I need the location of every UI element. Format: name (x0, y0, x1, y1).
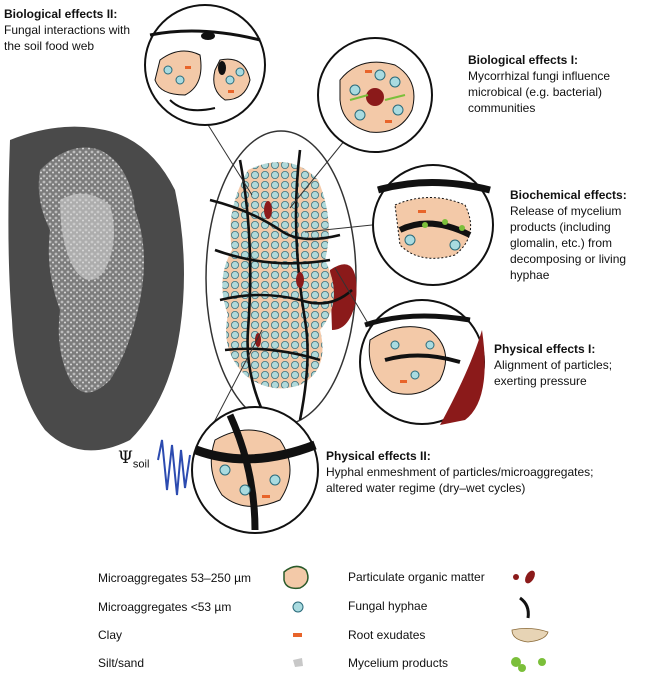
phys2-body-1: Hyphal enmeshment of particles/microaggr… (326, 465, 594, 479)
circle-phys2 (191, 406, 319, 534)
mycelium-products-icon (511, 657, 546, 672)
legend-item-clay: Clay (98, 628, 123, 642)
legend-item-fungal-hyphae: Fungal hyphae (348, 599, 428, 613)
phys2-body-2: altered water regime (dry–wet cycles) (326, 481, 526, 495)
central-aggregate (205, 130, 357, 426)
phys1-body-1: Alignment of particles; (494, 358, 613, 372)
phys1-title: Physical effects I: (494, 342, 596, 356)
bio1-body-1: Mycorrhizal fungi influence (468, 69, 611, 83)
bio1-body-2: microbical (e.g. bacterial) (468, 85, 603, 99)
circle-phys1 (359, 299, 485, 425)
silt-sand-icon (293, 658, 303, 667)
label-bio1: Biological effects I: Mycorrhizal fungi … (468, 52, 648, 116)
bio2-title: Biological effects II: (4, 7, 118, 21)
sem-micrograph (8, 126, 185, 451)
bio1-title: Biological effects I: (468, 53, 579, 67)
label-biochem: Biochemical effects: Release of mycelium… (510, 187, 648, 283)
root-exudates-icon (511, 628, 549, 643)
label-bio2: Biological effects II: Fungal interactio… (4, 6, 164, 54)
circle-bio2 (144, 4, 266, 126)
biochem-body-2: products (including (510, 220, 611, 234)
circle-biochem (372, 164, 494, 286)
legend-item-microaggregates-large: Microaggregates 53–250 µm (98, 571, 251, 585)
label-phys1: Physical effects I: Alignment of particl… (494, 341, 644, 389)
connector-lines (204, 119, 373, 431)
legend-item-mycelium-products: Mycelium products (348, 656, 449, 670)
psi-sub: soil (132, 458, 150, 471)
bio1-body-3: communities (468, 101, 536, 115)
label-phys2: Physical effects II: Hyphal enmeshment o… (326, 448, 646, 496)
legend-item-microaggregates-small: Microaggregates <53 µm (98, 600, 232, 614)
biochem-body-3: glomalin, etc.) from (510, 236, 613, 250)
clay-icon (293, 633, 302, 637)
bio2-body-1: Fungal interactions with (4, 23, 131, 37)
legend-item-silt-sand: Silt/sand (98, 656, 145, 670)
psi-soil-label: Ψsoil (118, 448, 149, 470)
hyphae-icon (519, 596, 530, 619)
phys1-body-2: exerting pressure (494, 374, 587, 388)
psi-symbol: Ψ (118, 448, 133, 468)
microaggregate-small-icon (292, 601, 304, 613)
water-regime-wave (157, 439, 191, 496)
biochem-body-5: hyphae (510, 268, 550, 282)
legend-symbols (283, 565, 549, 672)
biochem-title: Biochemical effects: (510, 188, 627, 202)
legend-item-root-exudates: Root exudates (348, 628, 426, 642)
circle-bio1 (317, 37, 433, 153)
phys2-title: Physical effects II: (326, 449, 431, 463)
biochem-body-4: decomposing or living (510, 252, 627, 266)
bio2-body-2: the soil food web (4, 39, 95, 53)
organic-matter-icon (513, 574, 519, 580)
biochem-body-1: Release of mycelium (510, 204, 622, 218)
legend-item-organic-matter: Particulate organic matter (348, 570, 485, 584)
microaggregate-large-icon (283, 565, 309, 590)
